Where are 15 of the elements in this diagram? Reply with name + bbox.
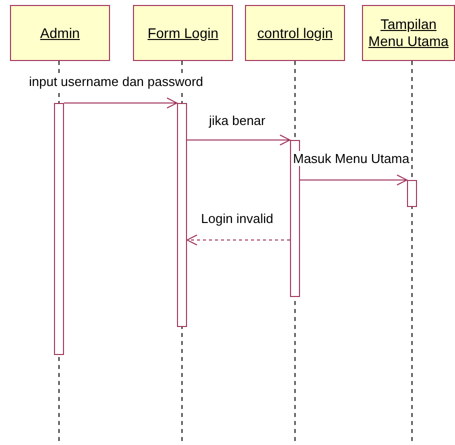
message-label: Masuk Menu Utama	[292, 151, 410, 166]
lifeline-head-box: Admin	[10, 5, 110, 61]
message-label: Login invalid	[200, 211, 274, 226]
message-arrow	[186, 134, 290, 146]
lifeline-head-box: Tampilan Menu Utama	[362, 5, 455, 61]
activation-bar	[407, 180, 417, 207]
lifeline-head-box: control login	[245, 5, 345, 61]
activation-bar	[177, 103, 187, 327]
message-arrow	[300, 174, 408, 186]
lifeline-head-box: Form Login	[133, 5, 233, 61]
message-label: input username dan password	[28, 74, 204, 89]
activation-bar	[54, 103, 64, 355]
message-arrow	[186, 234, 290, 246]
message-label: jika benar	[208, 113, 266, 128]
message-arrow	[64, 98, 178, 108]
